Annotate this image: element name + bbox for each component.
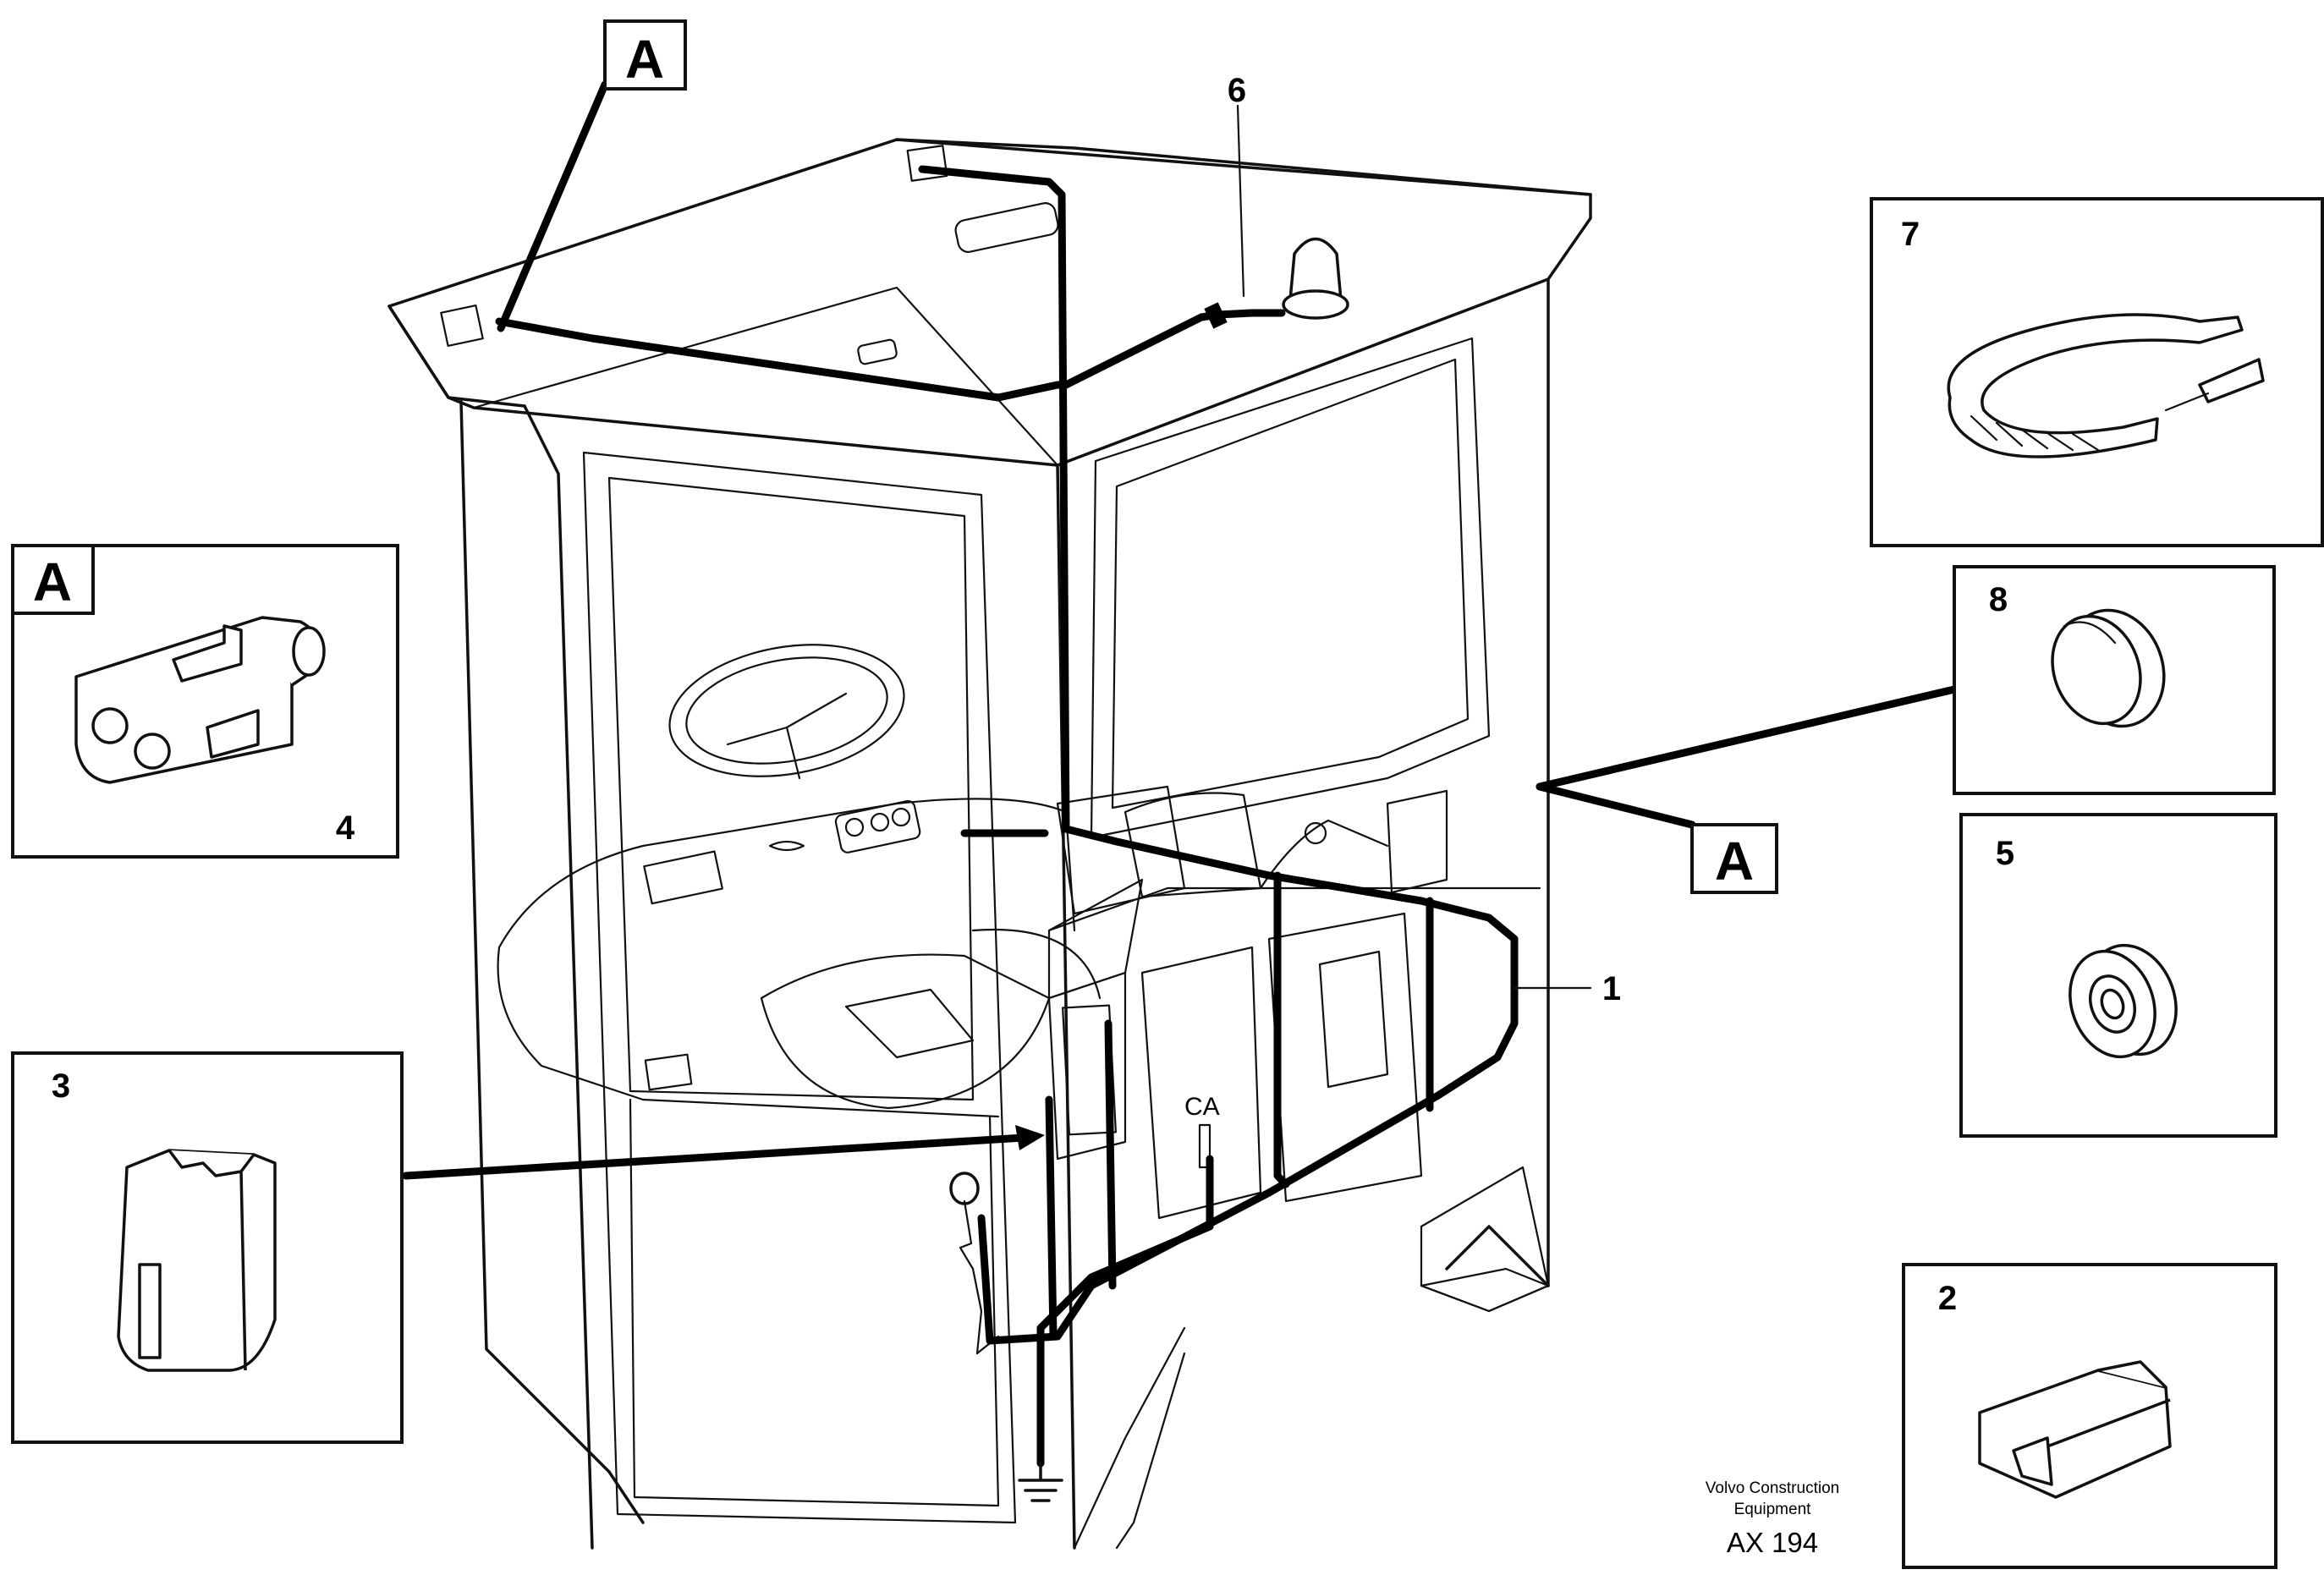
inset-part-8: 8 xyxy=(1953,565,2276,795)
ground-mark-label: CA xyxy=(1184,1093,1220,1121)
beacon-lamp xyxy=(1282,237,1349,320)
callout-3: 3 xyxy=(52,1067,70,1105)
inset-part-4: A 4 xyxy=(11,544,399,859)
ref-letter-top: A xyxy=(625,29,664,90)
footer-company-line1: Volvo Construction xyxy=(1706,1479,1839,1497)
inset-part-5: 5 xyxy=(1959,813,2277,1138)
callout-7: 7 xyxy=(1901,216,1920,253)
callout-4: 4 xyxy=(336,809,355,847)
inset-part-2: 2 xyxy=(1902,1263,2277,1569)
footer-code: AX 194 xyxy=(1727,1527,1818,1558)
callout-2: 2 xyxy=(1938,1280,1957,1317)
ref-box-top: A xyxy=(603,19,687,91)
callout-1: 1 xyxy=(1602,970,1621,1007)
leader-lines xyxy=(273,80,1959,1180)
footer-company-line2: Equipment xyxy=(1734,1501,1812,1518)
ref-letter-inset-4: A xyxy=(33,552,72,612)
cab-drawing: CA xyxy=(387,138,1592,1550)
ground-symbol xyxy=(1018,1462,1063,1502)
callout-5: 5 xyxy=(1996,835,2014,872)
ref-box-right: A xyxy=(1690,823,1778,894)
inset-part-3: 3 xyxy=(11,1051,404,1444)
wire-harness xyxy=(495,165,1519,1502)
inset-part-7: 7 xyxy=(1870,197,2324,547)
callout-6: 6 xyxy=(1228,72,1246,109)
ref-letter-right: A xyxy=(1715,831,1754,892)
callout-8: 8 xyxy=(1989,581,2008,618)
footer: Volvo Construction Equipment AX 194 xyxy=(1706,1479,1839,1558)
